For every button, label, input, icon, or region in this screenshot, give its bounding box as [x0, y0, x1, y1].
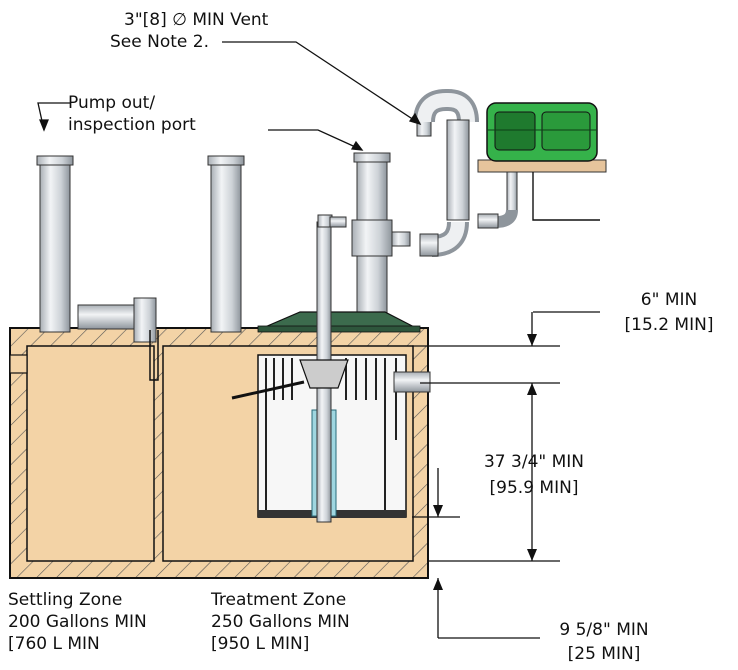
- settling-zone-capacity: 200 Gallons MIN: [8, 612, 147, 632]
- vent-pipe: [413, 89, 479, 257]
- vent-label-line2: See Note 2.: [110, 32, 209, 52]
- settling-zone-title: Settling Zone: [8, 590, 123, 610]
- mounting-board: [477, 159, 607, 173]
- dim-top-label-line2: [15.2 MIN]: [624, 315, 714, 335]
- middle-riser-pipe: [207, 155, 245, 333]
- inspection-port-pipe: [351, 152, 411, 319]
- treatment-unit: [231, 214, 431, 523]
- vent-label-line1: 3"[8] ∅ MIN Vent: [124, 10, 269, 30]
- dimension-arrows: [433, 334, 537, 590]
- dim-bot-label-line2: [25 MIN]: [567, 644, 641, 664]
- dim-top-label-line1: 6" MIN: [640, 290, 698, 310]
- inlet-opening: [9, 354, 28, 374]
- dim-bot-label-line1: 9 5/8" MIN: [559, 620, 649, 640]
- treatment-zone-capacity-metric: [950 L MIN]: [211, 634, 310, 654]
- pump-label-line1: Pump out/: [68, 93, 156, 113]
- pump-out-port-left: [36, 155, 74, 333]
- control-panel: [477, 102, 607, 229]
- dim-mid-label-line1: 37 3/4" MIN: [483, 452, 585, 472]
- settling-zone-capacity-metric: [760 L MIN: [8, 634, 100, 654]
- baffle-tee: [77, 297, 159, 381]
- pump-label-line2: inspection port: [68, 115, 196, 135]
- treatment-zone-capacity: 250 Gallons MIN: [211, 612, 350, 632]
- outlet-pipe: [393, 371, 431, 393]
- treatment-zone-title: Treatment Zone: [211, 590, 347, 610]
- leader-lines: [37, 41, 422, 151]
- dim-mid-label-line2: [95.9 MIN]: [489, 478, 579, 498]
- settling-zone-chamber: [26, 345, 155, 562]
